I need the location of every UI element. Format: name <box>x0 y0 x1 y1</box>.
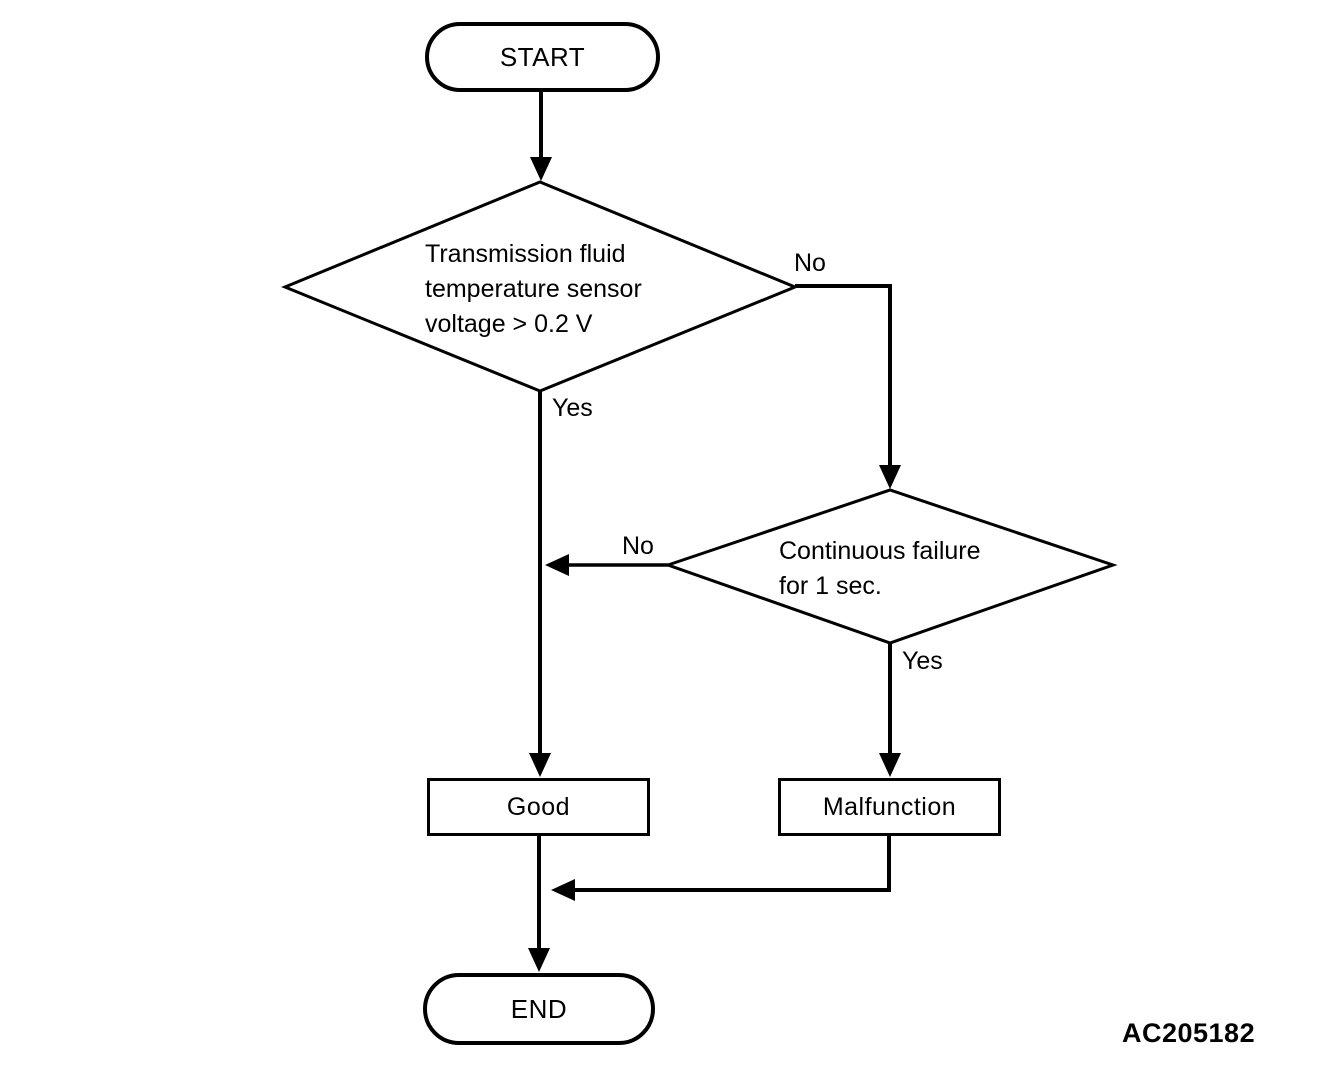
figure-code: AC205182 <box>1122 1018 1256 1048</box>
decision-failure-yes-label: Yes <box>902 647 943 675</box>
edge-start-to-decision1 <box>530 92 552 181</box>
decision-failure-text: Continuous failure for 1 sec. <box>779 534 981 604</box>
good-node: Good <box>427 778 650 836</box>
decision-failure-no-label: No <box>622 532 654 560</box>
edge-decision2-yes-to-malfunction <box>879 643 901 777</box>
start-node-label: START <box>499 41 586 72</box>
decision-failure-line2: for 1 sec. <box>779 572 882 600</box>
decision-voltage-line1: Transmission fluid <box>425 240 626 268</box>
decision-voltage-line2: temperature sensor <box>425 275 642 303</box>
good-node-label: Good <box>506 792 571 821</box>
decision-voltage-no-label: No <box>794 249 826 277</box>
malfunction-node: Malfunction <box>778 778 1001 836</box>
edge-good-to-end <box>528 836 550 972</box>
edge-decision2-no-to-mainline <box>545 554 668 576</box>
end-node: END <box>423 973 655 1045</box>
decision-voltage-yes-label: Yes <box>552 394 593 422</box>
decision-voltage-line3: voltage > 0.2 V <box>425 310 593 338</box>
malfunction-node-label: Malfunction <box>822 792 957 821</box>
edge-decision1-yes-to-good <box>529 390 551 777</box>
edge-malfunction-to-junction <box>551 836 891 901</box>
edge-decision1-no-to-decision2 <box>795 284 901 489</box>
end-node-label: END <box>510 993 568 1024</box>
decision-voltage-shape <box>281 180 799 393</box>
decision-voltage-text: Transmission fluid temperature sensor vo… <box>425 237 642 342</box>
decision-failure-line1: Continuous failure <box>779 537 981 565</box>
start-node: START <box>425 22 660 92</box>
decision-failure-shape <box>663 488 1118 645</box>
